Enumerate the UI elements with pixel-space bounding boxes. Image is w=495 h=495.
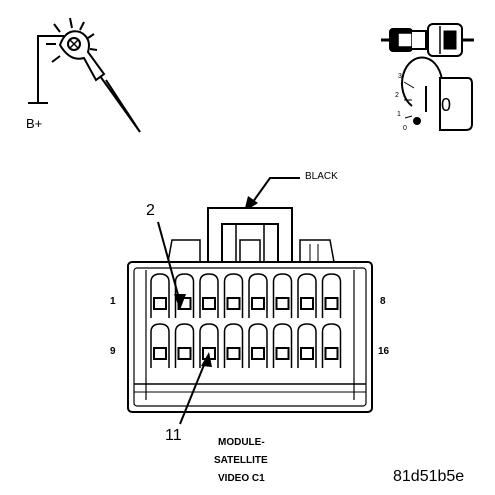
- pin-cavity-12: [223, 323, 244, 368]
- pin-cavity-15: [297, 323, 317, 368]
- pin-cavity-16: [321, 323, 342, 368]
- test-light-probe-icon: [28, 17, 141, 133]
- row1-end-label: 8: [380, 296, 386, 307]
- pin-terminal-5: [251, 297, 265, 310]
- ignition-key-icon: [401, 56, 473, 131]
- pin-terminal-1: [153, 297, 167, 310]
- pin-leader-lines: [157, 221, 212, 425]
- pin-cavity-13: [248, 323, 268, 368]
- pin-terminal-14: [275, 347, 290, 360]
- pin-terminal-12: [226, 347, 241, 360]
- pin-terminal-6: [275, 297, 290, 310]
- ignition-position-0: 0: [403, 125, 407, 132]
- pin-terminal-3: [202, 297, 216, 310]
- pin-terminal-8: [324, 297, 339, 310]
- pin-terminal-10: [177, 347, 192, 360]
- ignition-key-position-label: 0: [441, 95, 452, 115]
- ignition-position-2: 2: [395, 92, 399, 99]
- row2-start-label: 9: [110, 346, 116, 357]
- pin-terminal-13: [251, 347, 265, 360]
- row1-start-label: 1: [110, 296, 116, 307]
- row2-end-label: 16: [378, 346, 390, 357]
- pin-cavity-10: [174, 323, 195, 368]
- pin-terminal-15: [300, 347, 314, 360]
- pin-cavity-9: [150, 323, 170, 368]
- pin-cavity-4: [223, 273, 244, 318]
- pin-cavity-5: [248, 273, 268, 318]
- pin-cavity-grid: [150, 273, 342, 368]
- pin-cavity-7: [297, 273, 317, 318]
- caption-line-1: MODULE-: [218, 437, 265, 448]
- pin-cavity-8: [321, 273, 342, 318]
- ignition-position-1: 1: [397, 111, 401, 118]
- pin-cavity-14: [272, 323, 293, 368]
- pin-cavity-3: [199, 273, 219, 318]
- caption-line-2: SATELLITE: [214, 455, 268, 466]
- pin-cavity-1: [150, 273, 170, 318]
- pin-11-callout: 11: [165, 427, 182, 444]
- ignition-position-3: 3: [398, 73, 402, 80]
- color-label: BLACK: [305, 171, 338, 182]
- pin-terminal-9: [153, 347, 167, 360]
- connector-disconnect-icon: [381, 23, 474, 57]
- color-callout-arrow: [244, 177, 300, 212]
- pin-terminal-4: [226, 297, 241, 310]
- b-plus-label: B+: [26, 116, 43, 131]
- pin-cavity-6: [272, 273, 293, 318]
- figure-id: 81d51b5e: [393, 468, 465, 485]
- pin-2-callout: 2: [146, 202, 155, 219]
- pin-terminal-16: [324, 347, 339, 360]
- pin-terminal-7: [300, 297, 314, 310]
- caption-line-3: VIDEO C1: [218, 473, 265, 484]
